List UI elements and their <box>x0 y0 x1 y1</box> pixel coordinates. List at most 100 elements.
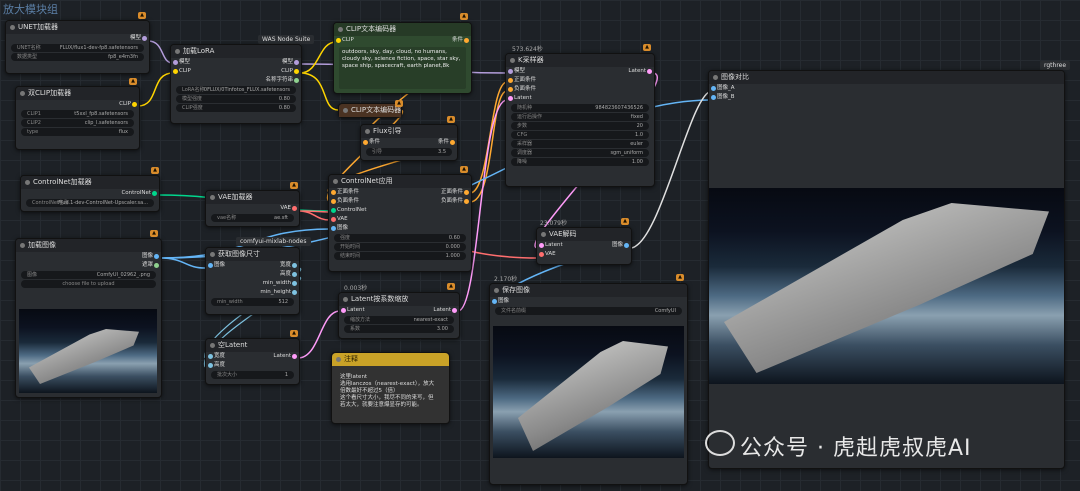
model-output-dot[interactable] <box>142 36 147 41</box>
positive-output-dot[interactable] <box>464 190 469 195</box>
compare-image-viewer[interactable] <box>709 188 1064 384</box>
latent-input-dot[interactable] <box>539 243 544 248</box>
note-node[interactable]: 注释 这里latent 选用lanczos（nearest-exact），放大 … <box>331 352 450 424</box>
clip-input-dot[interactable] <box>173 69 178 74</box>
output-image-preview[interactable] <box>493 326 684 458</box>
controlnet-apply-node[interactable]: ControlNet应用 正面条件正面条件 负面条件负面条件 ControlNe… <box>328 174 472 272</box>
negative-output-dot[interactable] <box>464 199 469 204</box>
fox-icon: ▲ <box>621 218 629 225</box>
widget-value: 0.000 <box>445 244 460 250</box>
latent-output-dot[interactable] <box>452 308 457 313</box>
image-input-dot[interactable] <box>492 299 497 304</box>
image-output-dot[interactable] <box>154 254 159 259</box>
image-output-dot[interactable] <box>624 243 629 248</box>
latent-output-dot[interactable] <box>647 69 652 74</box>
conditioning-input-dot[interactable] <box>363 140 368 145</box>
prompt-textarea[interactable]: outdoors, sky, day, cloud, no humans, cl… <box>339 47 466 89</box>
image-b-input-dot[interactable] <box>711 95 716 100</box>
vae-input-dot[interactable] <box>539 252 544 257</box>
clip-output-dot[interactable] <box>132 102 137 107</box>
positive-input-dot[interactable] <box>331 190 336 195</box>
get-image-size-node[interactable]: 获取图像尺寸 图像宽度 高度 min_width min_height min_… <box>205 247 300 315</box>
model-input-dot[interactable] <box>173 60 178 65</box>
height-output-dot[interactable] <box>292 272 297 277</box>
controlnet-output-dot[interactable] <box>152 191 157 196</box>
image-a-input-dot[interactable] <box>711 86 716 91</box>
height-input-dot[interactable] <box>208 363 213 368</box>
negative-input-dot[interactable] <box>508 87 513 92</box>
latent-input-dot[interactable] <box>508 96 513 101</box>
mask-output-dot[interactable] <box>154 263 159 268</box>
widget-value: flux <box>118 129 128 135</box>
model-output-dot[interactable] <box>294 60 299 65</box>
clip-input-dot[interactable] <box>336 38 341 43</box>
positive-input-dot[interactable] <box>508 78 513 83</box>
negative-input-dot[interactable] <box>331 199 336 204</box>
image-input-dot[interactable] <box>208 263 213 268</box>
string-output-dot[interactable] <box>294 78 299 83</box>
conditioning-output-dot[interactable] <box>450 140 455 145</box>
vae-input-dot[interactable] <box>331 217 336 222</box>
clip-text-encode-collapsed-node[interactable]: CLIP文本编码器 <box>338 103 402 118</box>
vae-output-dot[interactable] <box>292 206 297 211</box>
conditioning-output-dot[interactable] <box>464 38 469 43</box>
fox-icon: ▲ <box>138 12 146 19</box>
upload-button[interactable]: choose file to upload <box>21 280 156 288</box>
model-input-dot[interactable] <box>508 69 513 74</box>
widget-label: 引导 <box>372 149 383 155</box>
controlnet-input-dot[interactable] <box>331 208 336 213</box>
width-output-dot[interactable] <box>292 263 297 268</box>
latent-input-dot[interactable] <box>341 308 346 313</box>
min-width-output-dot[interactable] <box>292 281 297 286</box>
note-text[interactable]: 这里latent 选用lanczos（nearest-exact），放大 倍数最… <box>332 366 449 417</box>
clip-output-dot[interactable] <box>294 69 299 74</box>
width-input-dot[interactable] <box>208 354 213 359</box>
widget-value: 1.000 <box>445 253 460 259</box>
latent-output-dot[interactable] <box>292 354 297 359</box>
min-height-output-dot[interactable] <box>292 290 297 295</box>
image-compare-node[interactable]: 图像对比 图像_A 图像_B <box>708 70 1065 469</box>
image-input-dot[interactable] <box>331 226 336 231</box>
